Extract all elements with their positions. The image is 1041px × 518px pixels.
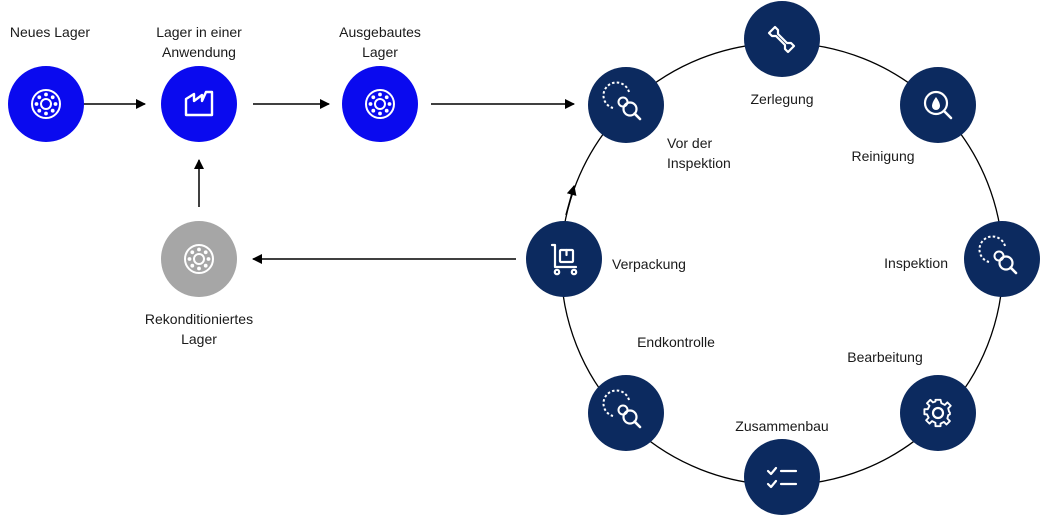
node-zusammenbau <box>744 439 820 515</box>
node-rekonditioniertes-lager <box>161 221 237 297</box>
node-endkontrolle <box>588 375 664 451</box>
label-zusammenbau: Zusammenbau <box>735 418 829 434</box>
node-ausgebautes-lager <box>342 66 418 142</box>
node-neues-lager <box>8 66 84 142</box>
node-inspektion <box>964 221 1040 297</box>
label-verpackung: Verpackung <box>612 256 686 272</box>
node-bearbeitung <box>900 375 976 451</box>
label-reinigung: Reinigung <box>851 148 915 164</box>
node-verpackung <box>526 221 602 297</box>
label-vor-der-inspektion: Vor der Inspektion <box>667 135 731 171</box>
label-lager-in-anwendung: Lager in einer Anwendung <box>156 24 242 60</box>
label-inspektion: Inspektion <box>884 255 948 271</box>
label-endkontrolle: Endkontrolle <box>637 334 715 350</box>
label-ausgebautes-lager: Ausgebautes Lager <box>339 24 421 60</box>
arrow-verpackung-up <box>565 185 577 216</box>
label-rekonditioniertes-lager: Rekonditioniertes Lager <box>144 311 254 347</box>
label-bearbeitung: Bearbeitung <box>847 349 923 365</box>
node-vor-der-inspektion <box>588 67 664 143</box>
node-lager-in-anwendung <box>161 66 237 142</box>
node-reinigung <box>900 67 976 143</box>
node-zerlegung <box>744 1 820 77</box>
label-zerlegung: Zerlegung <box>750 91 814 107</box>
label-neues-lager: Neues Lager <box>9 24 91 40</box>
